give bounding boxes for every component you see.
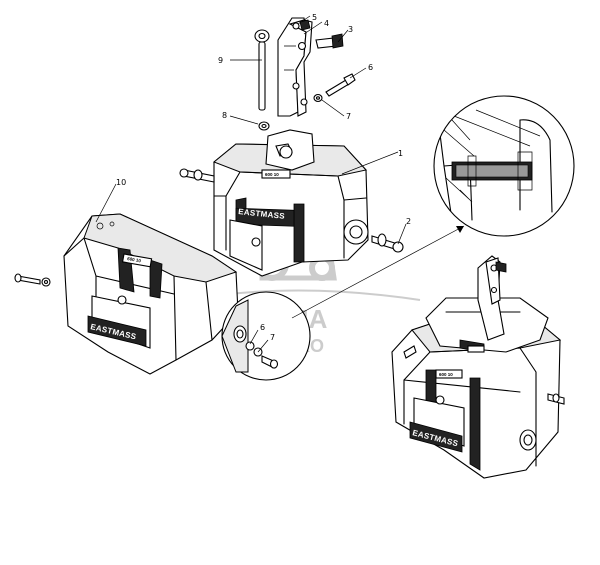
section-zoom-circle	[433, 95, 575, 237]
assembled-weight: 600 10 EASTMASS	[391, 255, 565, 479]
callout-10: 10	[116, 178, 126, 187]
front-weight-block: 600 10 EASTMASS	[63, 213, 239, 375]
callout-labels: 1 2 3 4 5 6 7 8 9 10 6 7	[116, 13, 411, 342]
callout-8: 8	[222, 111, 227, 120]
callout-4: 4	[324, 19, 329, 28]
main-weight-block: EASTMASS 600 10	[213, 129, 369, 277]
callout-7: 7	[346, 112, 351, 121]
callout-3: 3	[348, 25, 353, 34]
callout-6-detail: 6	[260, 323, 265, 332]
front-weight-plate: 600 10	[127, 256, 142, 263]
callout-6: 6	[368, 63, 373, 72]
washer	[258, 121, 270, 131]
callout-2: 2	[406, 217, 411, 226]
side-bolt	[371, 233, 404, 253]
callout-5: 5	[312, 13, 317, 22]
callout-7-detail: 7	[270, 333, 275, 342]
detail-arrow	[291, 225, 465, 319]
main-weight-plate: 600 10	[265, 172, 279, 177]
hitch-bracket	[277, 17, 313, 117]
callout-9: 9	[218, 56, 223, 65]
assembled-plate: 600 10	[439, 372, 453, 377]
clip-pin	[315, 33, 344, 49]
nut	[313, 93, 323, 103]
bolt-detail-circle	[221, 291, 311, 381]
front-weight-bolt	[14, 273, 51, 287]
main-weight-left-bolt	[179, 168, 215, 183]
callout-1: 1	[398, 149, 403, 158]
leader-lines	[95, 15, 407, 353]
hook-pin	[254, 29, 270, 111]
